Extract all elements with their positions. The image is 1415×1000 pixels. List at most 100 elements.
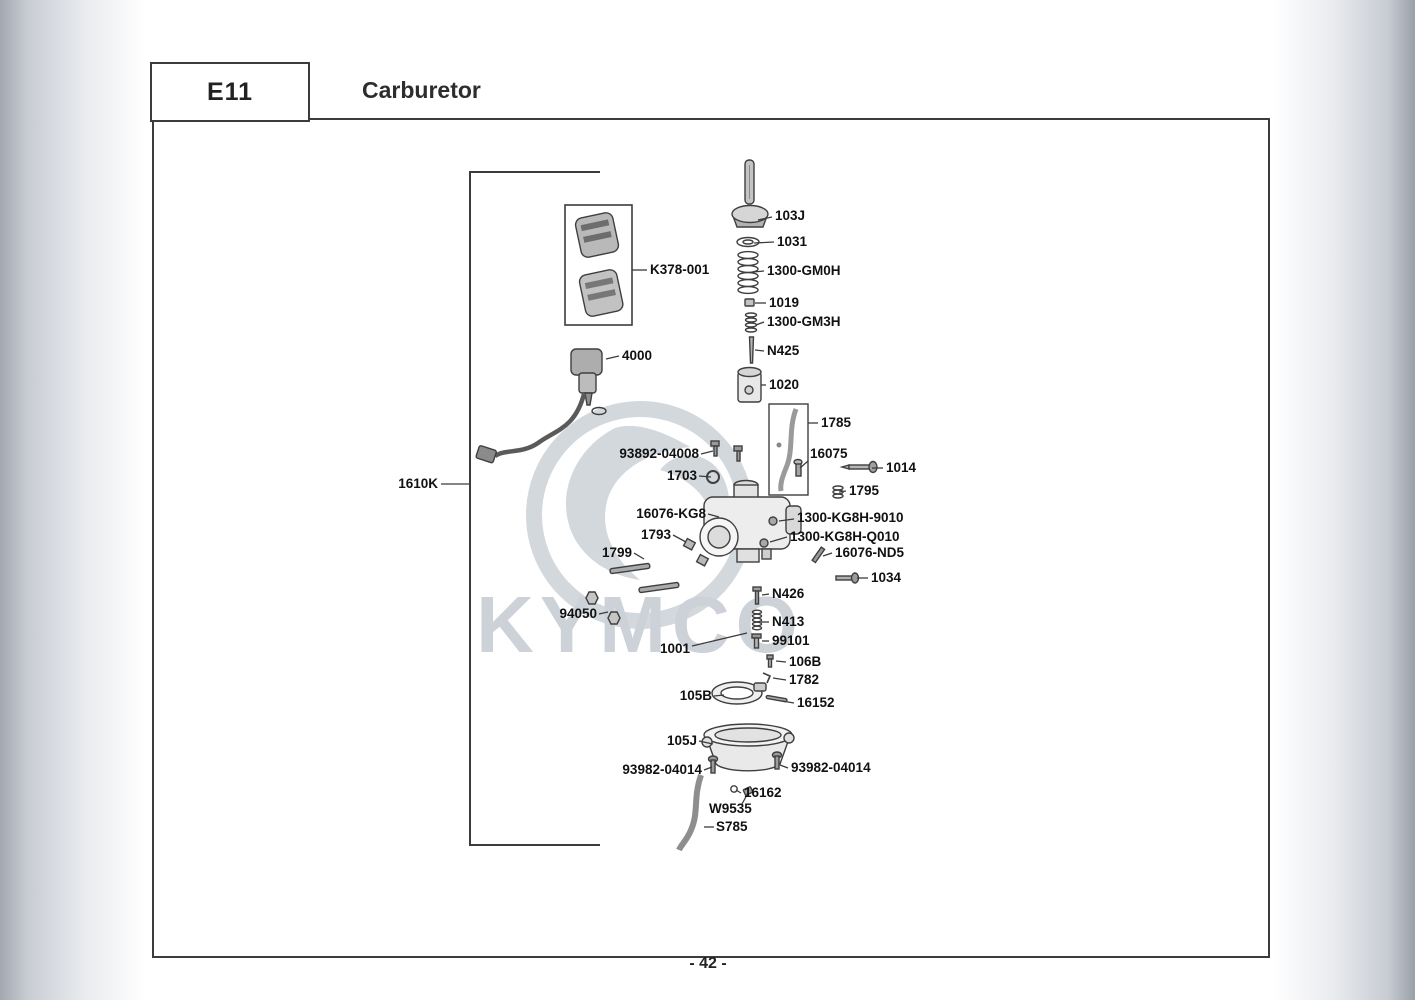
part-label: 93892-04008	[619, 446, 699, 461]
part-label: N426	[772, 586, 805, 601]
watermark-text: KYMCO	[476, 580, 804, 669]
part-label: K378-001	[650, 262, 710, 277]
part-label: 1300-KG8H-Q010	[790, 529, 900, 544]
part-label: 1300-KG8H-9010	[797, 510, 904, 525]
page-number: - 42 -	[689, 955, 727, 972]
leader-line	[598, 611, 609, 615]
part-label: 93982-04014	[791, 760, 871, 775]
part-label: 105B	[679, 688, 712, 703]
part-label: 1300-GM3H	[767, 314, 841, 329]
clip-w9535	[742, 786, 754, 796]
float-bowl-105j	[701, 723, 795, 772]
part-label: 1300-GM0H	[767, 263, 841, 278]
part-label: 99101	[772, 633, 810, 648]
part-label: 1019	[769, 295, 800, 310]
part-label: 94050	[559, 606, 597, 621]
leader-line	[707, 513, 720, 518]
leader-line	[754, 349, 765, 352]
part-label: 1031	[777, 234, 808, 249]
part-label: 1793	[640, 527, 671, 542]
leader-line	[778, 518, 795, 522]
leader-line	[772, 677, 787, 681]
clip-1019	[744, 298, 755, 307]
leader-line	[698, 740, 714, 745]
drain-tube-s785	[676, 774, 704, 852]
leader-line	[769, 536, 788, 543]
screw-16075	[793, 458, 803, 477]
parts-layer	[475, 159, 878, 852]
leader-line	[822, 552, 833, 557]
part-label: 93982-04014	[622, 762, 702, 777]
screw-1014	[839, 460, 878, 474]
sensor-4000	[475, 348, 607, 464]
part-label: 106B	[789, 654, 822, 669]
part-label: N425	[767, 343, 800, 358]
part-label: 103J	[775, 208, 806, 223]
float-105b	[711, 681, 767, 705]
part-label: S785	[716, 819, 748, 834]
leader-line	[741, 792, 749, 805]
clip-1782	[762, 672, 772, 684]
tube-1785	[768, 403, 809, 496]
part-label: 1795	[849, 483, 880, 498]
leader-line	[757, 216, 773, 221]
part-label: 1610K	[398, 476, 438, 491]
part-label: 1014	[886, 460, 917, 475]
page-edge-left	[0, 0, 152, 1000]
leader-line	[761, 593, 770, 596]
group-bracket-1610k	[469, 171, 600, 846]
jet-106b	[766, 654, 774, 668]
spring-1300-gm3h	[744, 312, 758, 333]
kymco-watermark: KYMCO	[476, 401, 804, 669]
page-title: Carburetor	[362, 77, 481, 103]
part-label: 1799	[601, 545, 632, 560]
leader-line	[633, 552, 645, 560]
part-label: 105J	[666, 733, 697, 748]
part-label: 1034	[871, 570, 902, 585]
part-label: 16076-ND5	[835, 545, 905, 560]
washer-1031	[736, 236, 760, 248]
leader-line	[672, 534, 687, 543]
throttle-slide-1020	[737, 366, 762, 403]
carburetor-body	[699, 479, 802, 563]
nuts-94050	[585, 591, 621, 625]
oring-16162	[730, 785, 738, 793]
leader-line	[700, 450, 714, 455]
part-label: 1703	[666, 468, 697, 483]
leader-line	[775, 660, 787, 663]
part-label: W9535	[709, 801, 752, 816]
jet-needle-n425	[748, 336, 755, 364]
leader-line	[753, 241, 775, 244]
part-label: 1001	[659, 641, 690, 656]
needle-16076-nd5	[811, 546, 826, 564]
part-label: 16162	[744, 785, 782, 800]
part-label: 1020	[769, 377, 800, 392]
leader-line	[713, 694, 725, 697]
insulator-part-bottom	[578, 269, 624, 317]
insulator-part-top	[574, 212, 620, 258]
leader-line	[781, 700, 795, 704]
leader-line	[779, 764, 789, 769]
studs-1799	[609, 562, 680, 594]
leader-line	[735, 789, 742, 794]
page-edge-right	[1267, 0, 1415, 1000]
leader-line	[755, 321, 765, 326]
leader-line	[838, 490, 847, 493]
clips-1793	[682, 537, 710, 567]
screw-1034	[835, 572, 860, 584]
leader-line	[752, 270, 765, 273]
part-label: 16076-KG8	[636, 506, 706, 521]
part-label: 1782	[789, 672, 820, 687]
leader-line	[698, 475, 712, 478]
part-label: N413	[772, 614, 805, 629]
part-label: 4000	[622, 348, 653, 363]
spring-n413	[751, 609, 763, 631]
screw-n426	[752, 586, 762, 605]
leader-line	[799, 460, 809, 469]
part-label: 1785	[821, 415, 852, 430]
part-label: 16152	[797, 695, 835, 710]
section-code: E11	[206, 77, 254, 106]
